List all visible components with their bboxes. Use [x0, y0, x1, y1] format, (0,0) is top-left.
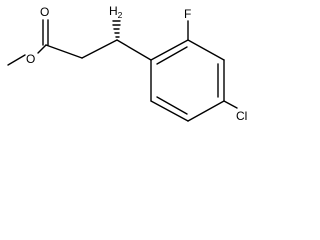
ring-bond [187, 100, 225, 122]
ester-oxygen-label: O [26, 52, 35, 66]
bond-ch2-stereocenter [81, 39, 118, 59]
ring-double-bond [156, 96, 188, 115]
ring-bond [150, 39, 189, 61]
chlorine-label: Cl [236, 109, 247, 123]
amino-group-label: H2 [109, 4, 123, 20]
amino-subscript: 2 [118, 10, 123, 20]
bond-ring-chlorine [223, 100, 238, 109]
ring-bond [150, 100, 189, 122]
hashed-wedge-bond [112, 20, 121, 38]
fluorine-label: F [184, 7, 191, 21]
carbonyl-oxygen-label: O [40, 5, 49, 19]
ring-double-bond [156, 46, 188, 65]
benzene-ring [150, 39, 225, 122]
molecule-structure: O O F Cl H2 [7, 4, 247, 123]
bond-methyl-o [7, 54, 26, 66]
amino-hydrogen-label: H [109, 4, 118, 18]
bond-o-carbonyl [37, 44, 47, 54]
ring-bond [187, 39, 225, 61]
bond-stereocenter-ring [116, 39, 152, 61]
bond-carbonyl-ch2 [45, 44, 83, 59]
